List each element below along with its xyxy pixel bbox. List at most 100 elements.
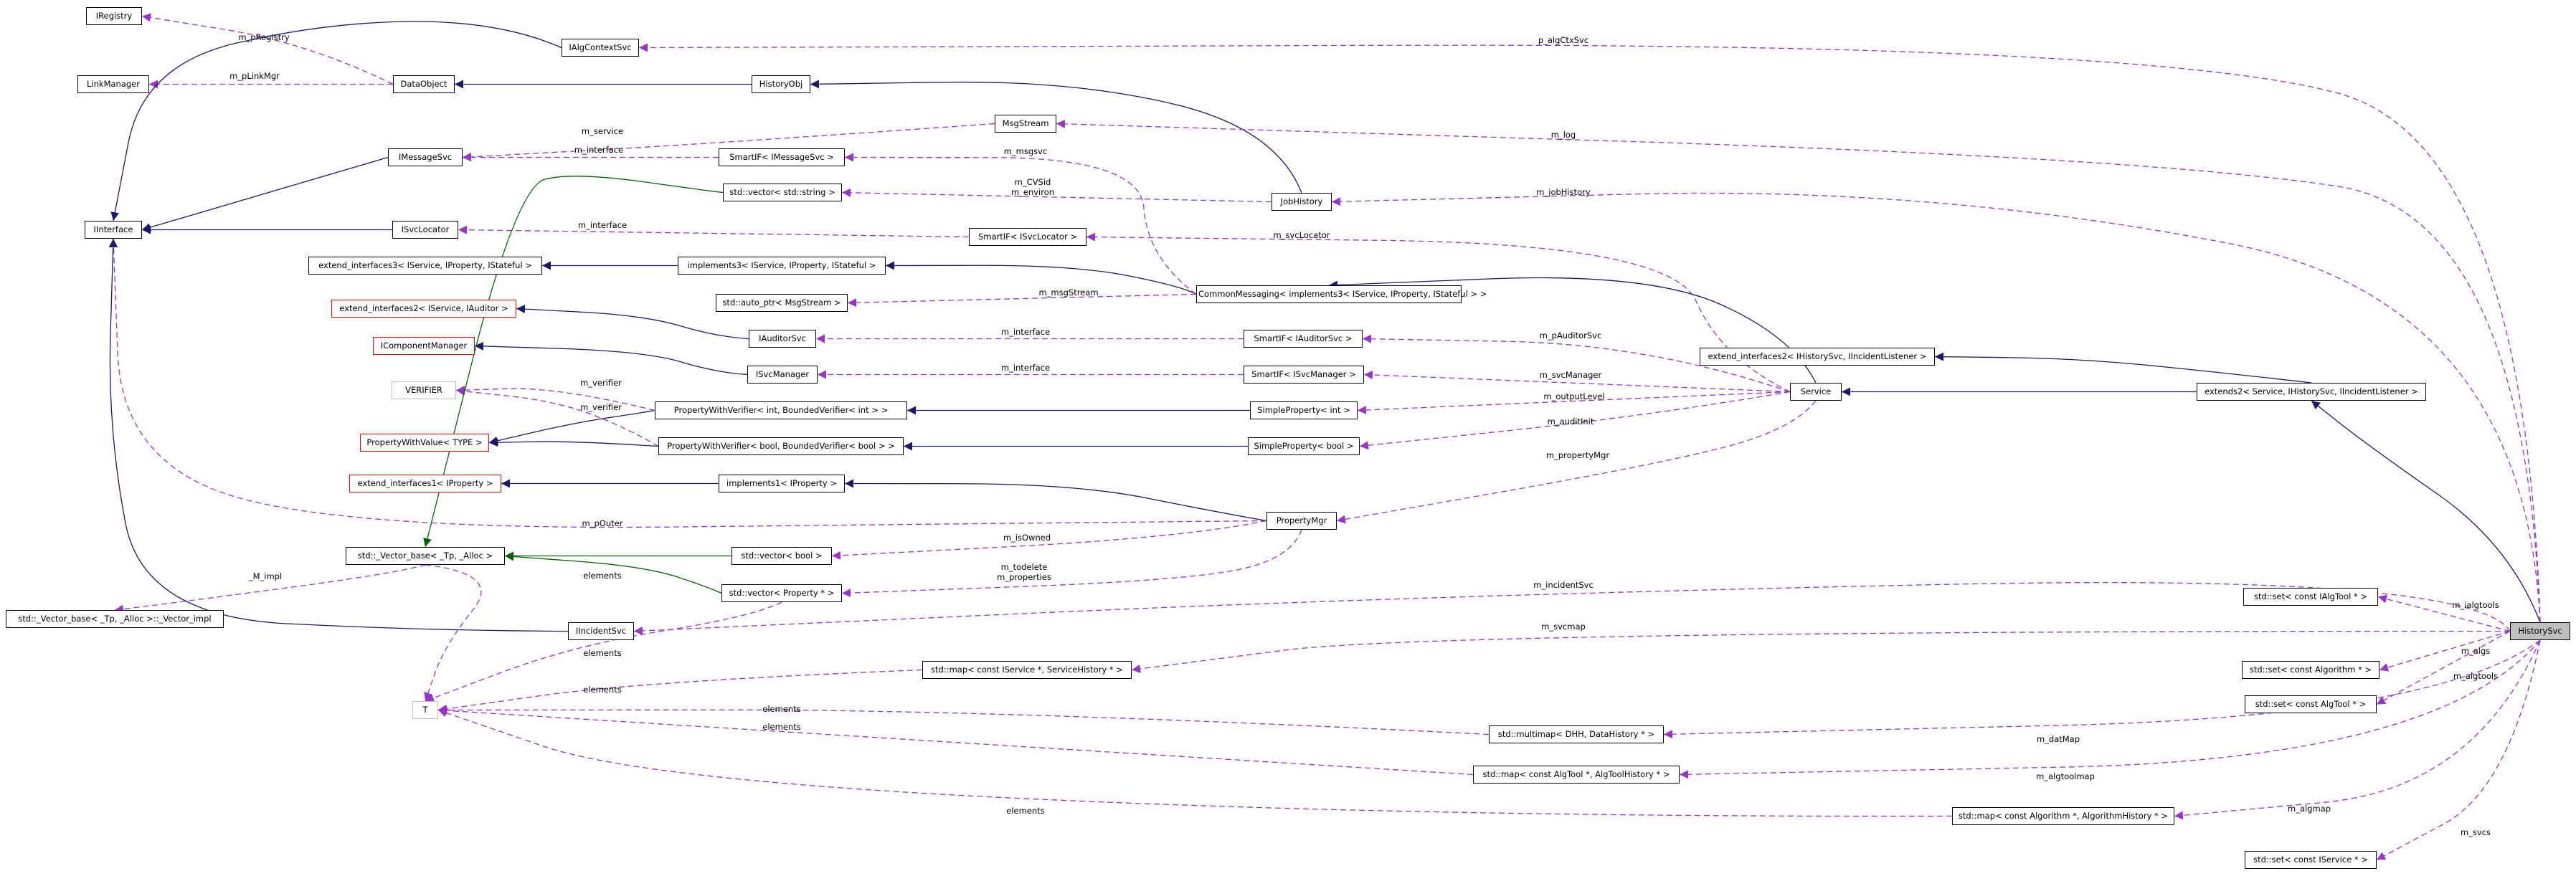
edge-multimap_DHH-HistorySvc bbox=[1663, 639, 2541, 739]
node-extend-interfaces2-IService-IAuditor[interactable]: extend_interfaces2< IService, IAuditor > bbox=[331, 300, 516, 318]
edge-set_Algorithm-HistorySvc bbox=[2379, 630, 2511, 672]
node-vector-Property[interactable]: std::vector< Property * > bbox=[721, 584, 842, 602]
node-VERIFIER[interactable]: VERIFIER bbox=[392, 381, 456, 399]
node-SmartIF-ISvcLocator[interactable]: SmartIF< ISvcLocator > bbox=[969, 228, 1086, 246]
node-SimpleProperty-int[interactable]: SimpleProperty< int > bbox=[1250, 401, 1358, 419]
edge-IAlgContextSvc-HistorySvc bbox=[638, 43, 2541, 623]
node-set-IAlgTool[interactable]: std::set< const IAlgTool * > bbox=[2243, 588, 2378, 606]
node-vector-bool[interactable]: std::vector< bool > bbox=[731, 547, 832, 565]
edge-label: elements bbox=[583, 648, 621, 658]
edge-label: m_properties bbox=[997, 572, 1051, 582]
edge-label: m_CVSid bbox=[1015, 177, 1051, 187]
edge-PropertyMgr-Service bbox=[1336, 400, 1817, 524]
node-SmartIF-ISvcManager[interactable]: SmartIF< ISvcManager > bbox=[1244, 366, 1364, 384]
edge-T-vector_Property bbox=[425, 601, 782, 703]
node-extend-interfaces2-IHistorySvc[interactable]: extend_interfaces2< IHistorySvc, IIncide… bbox=[1700, 348, 1935, 366]
edge-label: m_incidentSvc bbox=[1533, 580, 1594, 590]
edge-label: m_log bbox=[1551, 130, 1576, 140]
edge-implements3-CommonMessaging bbox=[885, 261, 1197, 295]
node-PropertyMgr[interactable]: PropertyMgr bbox=[1266, 512, 1337, 530]
node-map-IService[interactable]: std::map< const IService *, ServiceHisto… bbox=[922, 661, 1132, 679]
edge-label: m_svcLocator bbox=[1274, 230, 1330, 240]
edge-MsgStream-HistorySvc bbox=[1056, 119, 2541, 623]
node-ISvcManager[interactable]: ISvcManager bbox=[747, 366, 818, 384]
node-Vector-impl[interactable]: std::_Vector_base< _Tp, _Alloc >::_Vecto… bbox=[6, 610, 224, 628]
edge-IInterface-PropertyMgr bbox=[109, 238, 1267, 528]
edge-SmartIF_IAuditorSvc-Service bbox=[1362, 334, 1791, 393]
node-CommonMessaging[interactable]: CommonMessaging< implements3< IService, … bbox=[1196, 285, 1487, 303]
node-LinkManager[interactable]: LinkManager bbox=[77, 75, 149, 93]
edge-map_AlgTool-HistorySvc bbox=[1679, 639, 2541, 779]
edge-label: elements bbox=[583, 685, 621, 695]
node-extends2[interactable]: extends2< Service, IHistorySvc, IInciden… bbox=[2197, 383, 2426, 401]
edge-label: m_msgsvc bbox=[1004, 146, 1048, 156]
node-auto-ptr-MsgStream[interactable]: std::auto_ptr< MsgStream > bbox=[716, 294, 848, 312]
edge-label: m_verifier bbox=[580, 378, 622, 388]
node-multimap-DHH[interactable]: std::multimap< DHH, DataHistory * > bbox=[1489, 725, 1664, 743]
edge-vector_string-JobHistory bbox=[841, 188, 1272, 203]
node-DataObject[interactable]: DataObject bbox=[393, 75, 455, 93]
edge-label: elements bbox=[1006, 806, 1044, 816]
node-HistorySvc[interactable]: HistorySvc bbox=[2510, 622, 2570, 640]
node-Vector-base[interactable]: std::_Vector_base< _Tp, _Alloc > bbox=[346, 547, 505, 565]
edge-label: elements bbox=[762, 722, 800, 732]
edge-IMessageSvc-MsgStream bbox=[462, 123, 995, 161]
edge-label: m_verifier bbox=[580, 402, 622, 412]
edge-IInterface-IAlgContextSvc bbox=[110, 21, 562, 222]
node-PWV-int[interactable]: PropertyWithVerifier< int, BoundedVerifi… bbox=[655, 401, 907, 419]
edge-label: m_algmap bbox=[2288, 804, 2331, 814]
edge-SmartIF_IMessageSvc-CommonMessaging bbox=[844, 153, 1197, 295]
edge-label: m_propertyMgr bbox=[1546, 450, 1609, 460]
node-extend-interfaces3[interactable]: extend_interfaces3< IService, IProperty,… bbox=[308, 257, 542, 275]
node-IInterface[interactable]: IInterface bbox=[85, 221, 142, 239]
node-map-Algorithm[interactable]: std::map< const Algorithm *, AlgorithmHi… bbox=[1952, 807, 2174, 825]
node-JobHistory[interactable]: JobHistory bbox=[1272, 193, 1332, 211]
node-map-AlgTool[interactable]: std::map< const AlgTool *, AlgToolHistor… bbox=[1473, 766, 1680, 784]
node-implements1[interactable]: implements1< IProperty > bbox=[719, 475, 845, 492]
edge-extends2-HistorySvc bbox=[2311, 400, 2541, 623]
node-PropertyWithValue[interactable]: PropertyWithValue< TYPE > bbox=[360, 434, 489, 452]
node-HistoryObj[interactable]: HistoryObj bbox=[752, 75, 810, 93]
node-IRegistry[interactable]: IRegistry bbox=[86, 7, 142, 25]
node-implements3[interactable]: implements3< IService, IProperty, IState… bbox=[678, 257, 886, 275]
edge-SimpleProperty_bool-Service bbox=[1359, 391, 1791, 450]
edge-IIncidentSvc-HistorySvc bbox=[633, 582, 2511, 635]
node-SmartIF-IAuditorSvc[interactable]: SmartIF< IAuditorSvc > bbox=[1244, 330, 1363, 348]
node-vector-string[interactable]: std::vector< std::string > bbox=[723, 184, 842, 201]
node-SimpleProperty-bool[interactable]: SimpleProperty< bool > bbox=[1248, 437, 1360, 455]
node-SmartIF-IMessageSvc[interactable]: SmartIF< IMessageSvc > bbox=[719, 148, 845, 166]
node-T[interactable]: T bbox=[412, 701, 438, 719]
node-IComponentManager[interactable]: IComponentManager bbox=[373, 337, 475, 355]
node-IIncidentSvc[interactable]: IIncidentSvc bbox=[568, 622, 634, 640]
edge-label: m_algtools bbox=[2453, 671, 2498, 681]
node-set-AlgTool[interactable]: std::set< const AlgTool * > bbox=[2245, 695, 2377, 713]
edge-label: m_todelete bbox=[1001, 562, 1048, 572]
node-IMessageSvc[interactable]: IMessageSvc bbox=[388, 148, 463, 166]
edge-VERIFIER-PWV_int bbox=[455, 386, 655, 411]
node-IAuditorSvc[interactable]: IAuditorSvc bbox=[749, 330, 816, 348]
edge-HistoryObj-JobHistory bbox=[810, 80, 1302, 194]
edge-label: m_svcs bbox=[2461, 827, 2491, 837]
edge-label: m_interface bbox=[578, 220, 627, 230]
edge-map_IService-HistorySvc bbox=[1131, 630, 2511, 673]
edge-extend_interfaces2_IService_IAuditor-IAuditorSvc bbox=[516, 305, 749, 340]
node-extend-interfaces1[interactable]: extend_interfaces1< IProperty > bbox=[349, 475, 501, 492]
node-set-IService[interactable]: std::set< const IService * > bbox=[2245, 851, 2377, 869]
edge-T-Vector_base bbox=[424, 564, 482, 702]
node-Service[interactable]: Service bbox=[1790, 383, 1842, 401]
edge-label: m_pAuditorSvc bbox=[1540, 330, 1602, 341]
edge-JobHistory-HistorySvc bbox=[1331, 192, 2541, 623]
edge-label: m_datMap bbox=[2037, 734, 2080, 744]
edge-Vector_base-vector_Property bbox=[504, 552, 722, 594]
edge-label: m_ialgtools bbox=[2452, 600, 2499, 610]
node-MsgStream[interactable]: MsgStream bbox=[995, 115, 1056, 133]
edge-label: p_algCtxSvc bbox=[1538, 35, 1588, 45]
node-set-Algorithm[interactable]: std::set< const Algorithm * > bbox=[2242, 661, 2380, 679]
node-PWV-bool[interactable]: PropertyWithVerifier< bool, BoundedVerif… bbox=[658, 437, 904, 455]
node-ISvcLocator[interactable]: ISvcLocator bbox=[392, 221, 458, 239]
node-IAlgContextSvc[interactable]: IAlgContextSvc bbox=[562, 39, 639, 57]
edge-T-map_AlgTool bbox=[437, 706, 1474, 776]
